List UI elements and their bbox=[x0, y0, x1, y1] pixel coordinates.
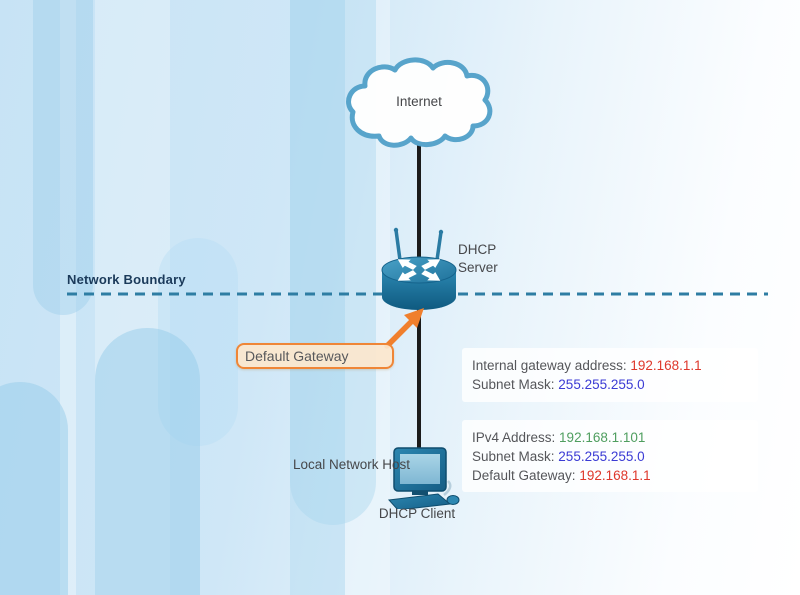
background-decoration bbox=[290, 0, 345, 595]
ip-value: 192.168.1.101 bbox=[559, 430, 646, 445]
background-decoration bbox=[95, 0, 170, 595]
ip-value: 192.168.1.1 bbox=[579, 468, 651, 483]
network-boundary-line bbox=[67, 292, 768, 296]
info-line: Subnet Mask: 255.255.255.0 bbox=[472, 377, 645, 392]
dhcp-client-label: DHCP Client bbox=[378, 506, 456, 521]
client-info-block: IPv4 Address: 192.168.1.101 Subnet Mask:… bbox=[462, 420, 758, 492]
router-icon bbox=[381, 227, 457, 310]
gateway-info-block: Internal gateway address: 192.168.1.1 Su… bbox=[462, 348, 758, 402]
background-decoration bbox=[158, 238, 238, 446]
background-decoration bbox=[33, 0, 93, 315]
internet-cloud-icon bbox=[346, 57, 493, 148]
local-network-host-label: Local Network Host bbox=[292, 457, 410, 472]
network-boundary-label: Network Boundary bbox=[67, 272, 186, 287]
background-decoration bbox=[0, 382, 68, 595]
info-line: IPv4 Address: 192.168.1.101 bbox=[472, 430, 646, 445]
default-gateway-callout: Default Gateway bbox=[236, 343, 394, 369]
info-line: Default Gateway: 192.168.1.1 bbox=[472, 468, 651, 483]
info-line: Subnet Mask: 255.255.255.0 bbox=[472, 449, 645, 464]
background-decoration bbox=[95, 328, 200, 595]
info-line: Internal gateway address: 192.168.1.1 bbox=[472, 358, 702, 373]
callout-arrow-icon bbox=[384, 308, 424, 349]
background-decoration bbox=[60, 0, 76, 595]
cable-internet-to-router bbox=[417, 145, 421, 277]
internet-label: Internet bbox=[396, 94, 442, 109]
ip-value: 192.168.1.1 bbox=[630, 358, 702, 373]
ip-value: 255.255.255.0 bbox=[558, 449, 645, 464]
computer-icon bbox=[387, 447, 460, 509]
cable-router-to-host bbox=[417, 305, 421, 458]
dhcp-server-label: DHCP Server bbox=[458, 242, 498, 275]
ip-value: 255.255.255.0 bbox=[558, 377, 645, 392]
